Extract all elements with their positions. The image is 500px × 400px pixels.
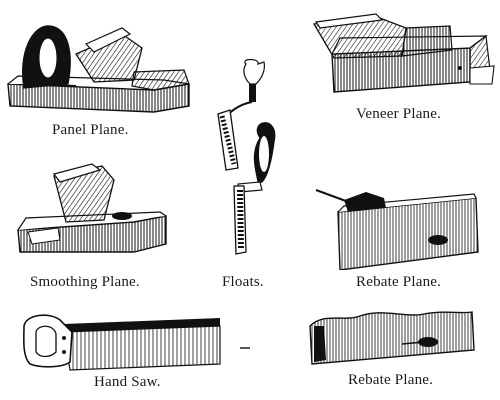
rebate-plane-illustration	[314, 186, 482, 270]
veneer-plane-illustration	[310, 8, 496, 98]
smoothing-plane-caption: Smoothing Plane.	[30, 274, 140, 290]
smoothing-plane-illustration	[14, 160, 170, 256]
panel-plane-caption: Panel Plane.	[52, 122, 129, 138]
floats-caption: Floats.	[222, 274, 264, 290]
panel-plane-illustration	[4, 14, 196, 114]
hand-saw-caption: Hand Saw.	[94, 374, 161, 390]
dash-mark	[240, 347, 250, 349]
veneer-plane-caption: Veneer Plane.	[356, 106, 442, 122]
hand-saw-illustration	[20, 312, 226, 372]
rebate-plane-lower-illustration	[302, 304, 478, 368]
rebate-plane-caption: Rebate Plane.	[356, 274, 442, 290]
rebate-plane-lower-caption: Rebate Plane.	[348, 372, 434, 388]
floats-illustration	[204, 58, 284, 258]
